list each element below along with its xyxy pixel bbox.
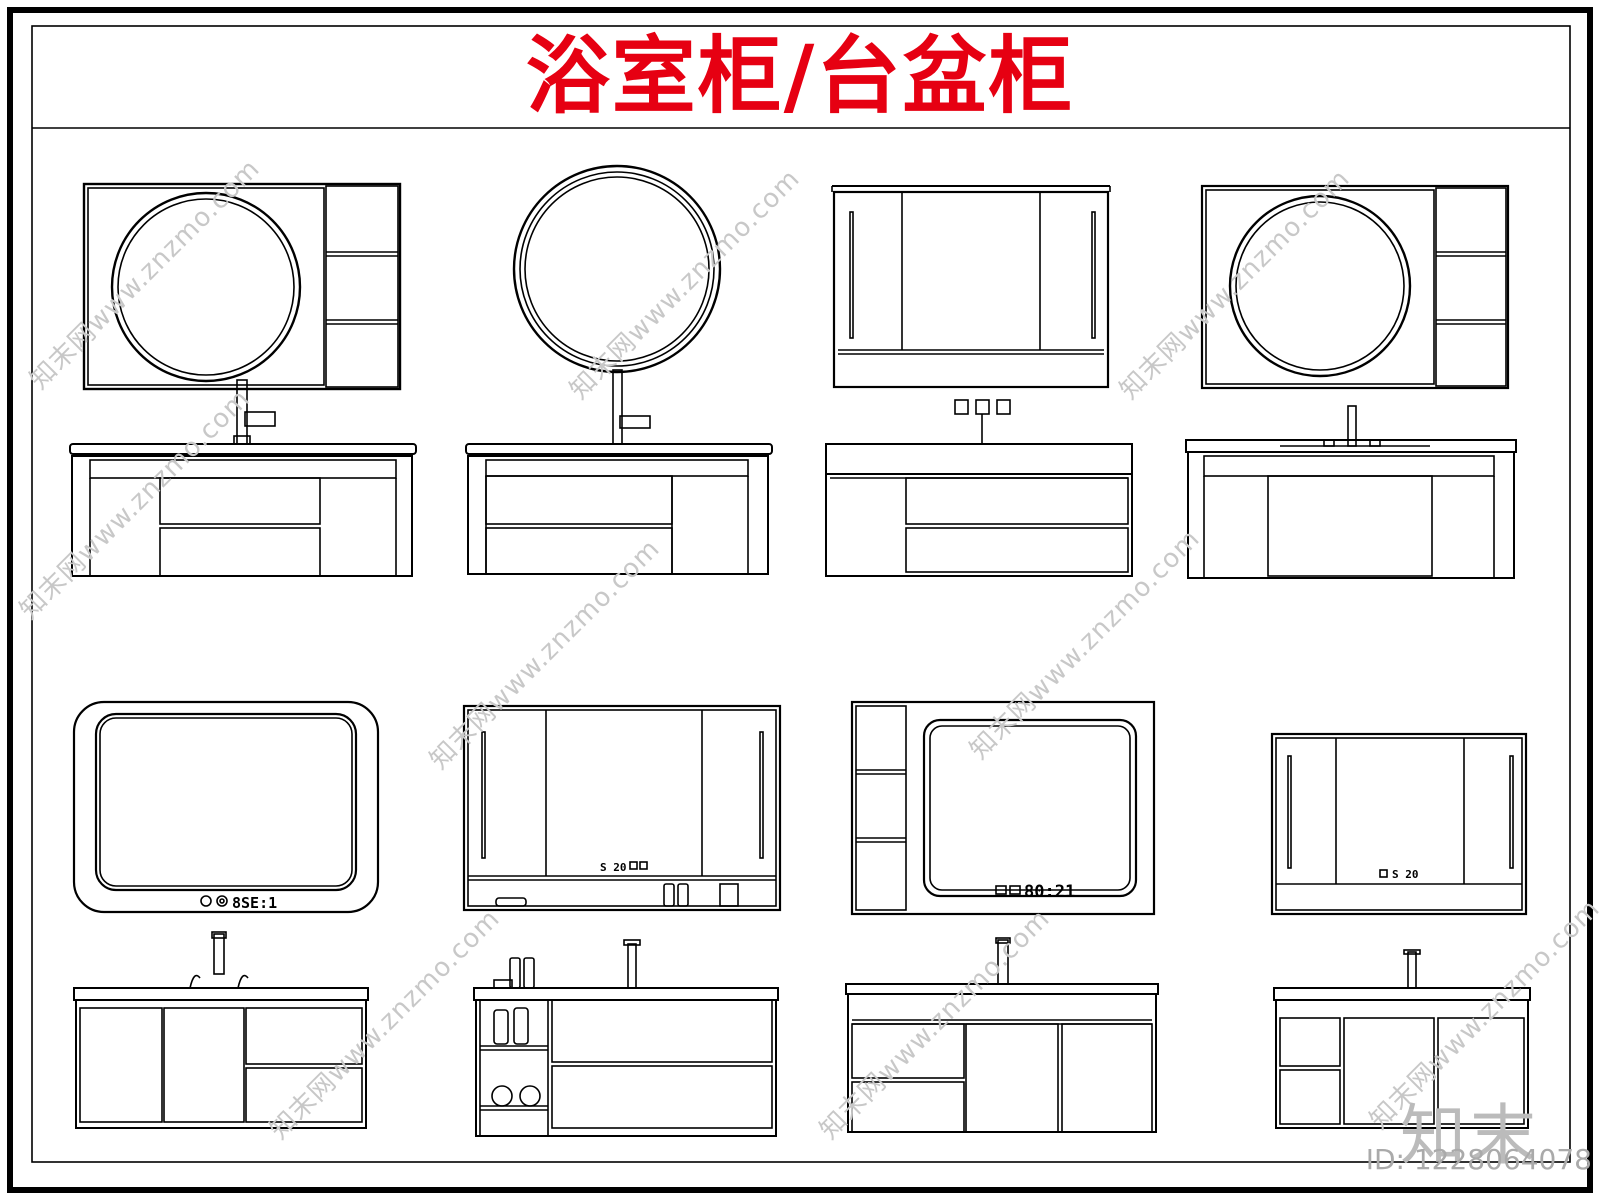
vanity-7: [845, 700, 1159, 1133]
faucet-8: [1340, 949, 1490, 989]
vanity-8: [1270, 732, 1531, 1129]
faucet-5: [189, 931, 249, 989]
outer-border: [7, 7, 1593, 1193]
faucet-2: [612, 369, 651, 445]
id-label: ID: 1228064078: [1365, 1143, 1592, 1176]
round-mirror-2: [512, 164, 722, 374]
vanity-6: [462, 704, 782, 1137]
base-cabinet-3: [825, 443, 1133, 577]
base-cabinet-6: [473, 987, 779, 1137]
page-title: 浴室柜/台盆柜: [525, 26, 1075, 125]
mirror-cabinet-6: [462, 704, 782, 912]
base-cabinet-4: [1185, 439, 1517, 579]
mirror-cabinet-1: [82, 182, 402, 391]
clock-readout-5: 8SE:1: [232, 894, 277, 912]
clock-readout-6: S 20: [600, 861, 627, 874]
vanity-4: [1185, 184, 1517, 579]
clock-readout-7: 80:21: [1024, 882, 1075, 902]
mirror-cabinet-3: [831, 185, 1111, 389]
clock-readout-8: S 20: [1392, 868, 1419, 881]
base-cabinet-7: [845, 983, 1159, 1133]
mirror-cabinet-8: [1270, 732, 1528, 916]
inner-border: [31, 25, 1571, 1163]
base-cabinet-1: [69, 443, 417, 577]
vanity-2: [465, 164, 773, 575]
led-mirror-5: [72, 700, 380, 914]
brand-logo: 知末: [1400, 1097, 1540, 1174]
base-cabinet-5: [73, 987, 369, 1129]
mirror-cabinet-7: [850, 700, 1156, 916]
base-cabinet-2: [465, 443, 773, 575]
faucet-4: [1280, 405, 1430, 447]
mirror-cabinet-4: [1200, 184, 1510, 390]
vanity-1: [69, 182, 417, 577]
base-cabinet-8: [1273, 987, 1531, 1129]
vanity-3: [825, 185, 1133, 577]
faucet-6: [493, 939, 641, 989]
wall-faucet-3: [954, 399, 1011, 444]
vanity-5: [72, 700, 380, 1129]
